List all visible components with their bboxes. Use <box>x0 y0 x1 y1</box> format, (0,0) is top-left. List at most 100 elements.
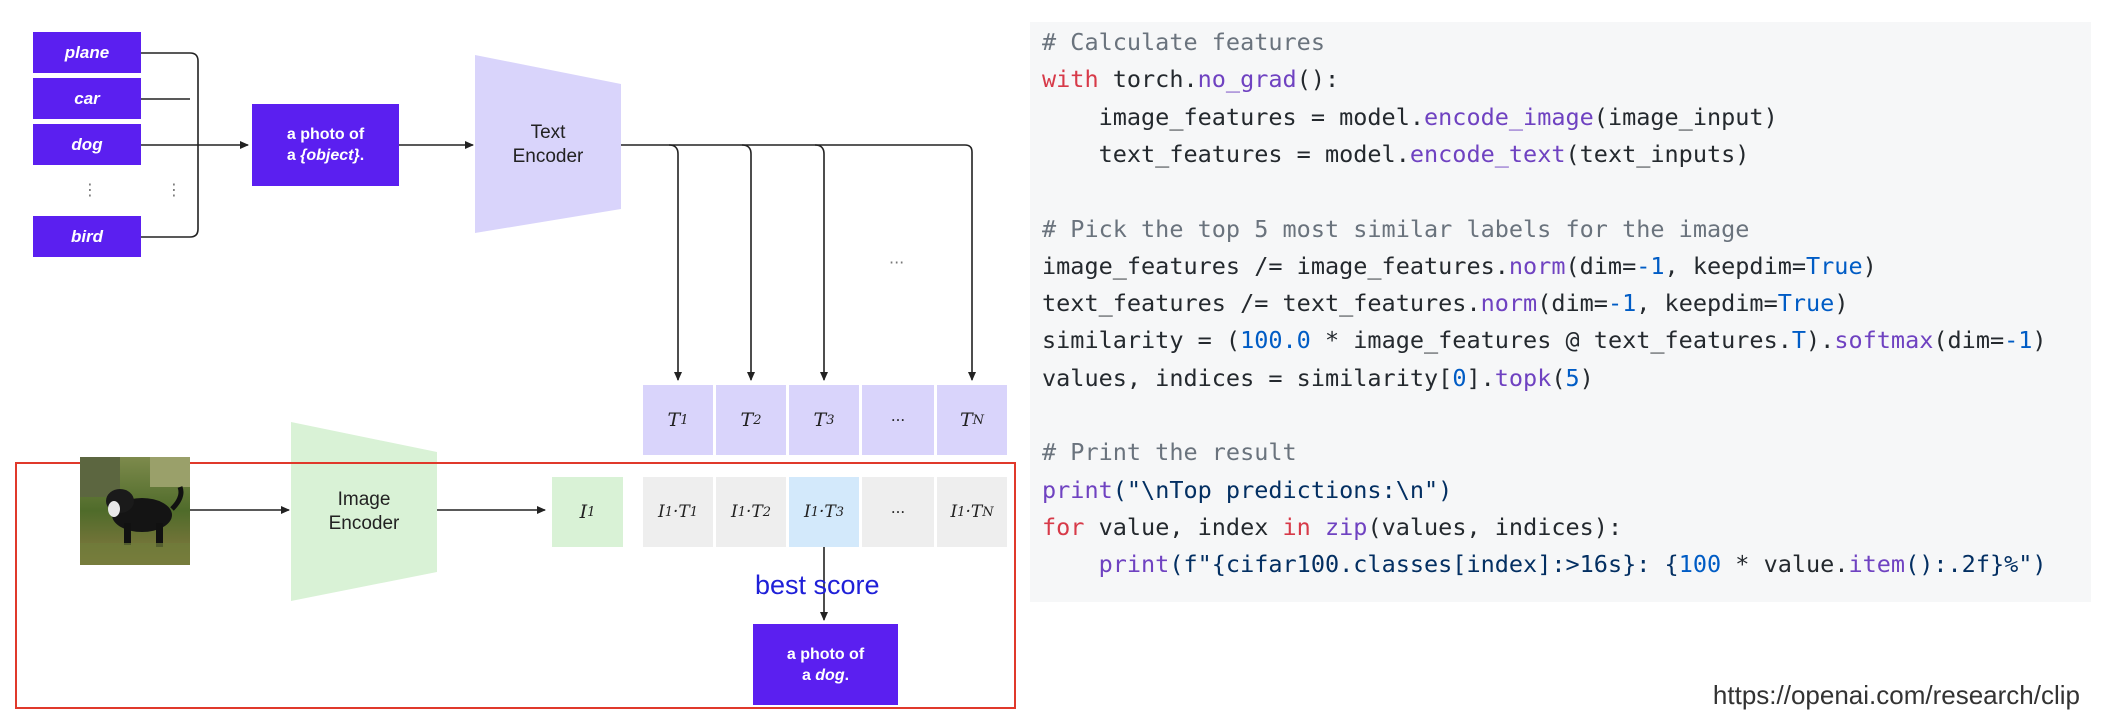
code-token: * image_features @ text_features. <box>1311 326 1792 354</box>
label-plane: plane <box>33 32 141 73</box>
code-line: # Print the result <box>1042 438 1297 466</box>
code-token: ) <box>1580 364 1594 392</box>
code-token: True <box>1778 289 1835 317</box>
code-token: encode_image <box>1424 103 1594 131</box>
code-token: (values, indices): <box>1367 513 1622 541</box>
code-token: T <box>1792 326 1806 354</box>
code-token: 100.0 <box>1240 326 1311 354</box>
code-token: # Print the result <box>1042 438 1297 466</box>
code-token: # Calculate features <box>1042 28 1325 56</box>
code-token: text_features /= text_features. <box>1042 289 1481 317</box>
label-car: car <box>33 78 141 119</box>
code-token: , keepdim= <box>1636 289 1777 317</box>
code-token: ). <box>1806 326 1834 354</box>
code-token: in <box>1283 513 1311 541</box>
code-token <box>1042 550 1099 578</box>
code-token: -1 <box>1608 289 1636 317</box>
code-token: topk <box>1495 364 1552 392</box>
code-token: 0 <box>1452 364 1466 392</box>
encoder-output-ellipsis: ··· <box>889 253 904 272</box>
code-token: * value. <box>1721 550 1848 578</box>
code-token: value, index <box>1084 513 1282 541</box>
code-line: # Calculate features <box>1042 28 1325 56</box>
code-token: ( <box>1551 364 1565 392</box>
code-token: zip <box>1325 513 1367 541</box>
connector-lines <box>0 0 1030 722</box>
code-token: torch. <box>1099 65 1198 93</box>
code-token: ) <box>1834 289 1848 317</box>
best-score-label: best score <box>755 570 880 601</box>
code-token: no_grad <box>1198 65 1297 93</box>
code-token: softmax <box>1834 326 1933 354</box>
code-token: ]. <box>1466 364 1494 392</box>
similarity-cell-ellipsis: ··· <box>862 477 934 547</box>
code-token: print <box>1099 550 1170 578</box>
code-line: image_features /= image_features.norm(di… <box>1042 252 1877 280</box>
code-token: item <box>1848 550 1905 578</box>
label-ellipsis-left: ⋮ <box>82 180 98 199</box>
code-line: values, indices = similarity[0].topk(5) <box>1042 364 1594 392</box>
code-token: with <box>1042 65 1099 93</box>
code-token: ) <box>2032 326 2046 354</box>
code-token: 100 <box>1679 550 1721 578</box>
code-token: (dim= <box>1565 252 1636 280</box>
code-line: print(f"{cifar100.classes[index]:>16s}: … <box>1042 550 2047 578</box>
prompt-line-2: a {object}. <box>287 145 364 166</box>
code-token: (text_inputs) <box>1566 140 1750 168</box>
code-line: with torch.no_grad(): <box>1042 65 1339 93</box>
code-token: for <box>1042 513 1084 541</box>
source-url[interactable]: https://openai.com/research/clip <box>1713 680 2080 711</box>
code-token: values, indices = similarity[ <box>1042 364 1452 392</box>
code-token: True <box>1806 252 1863 280</box>
prompt-line-1: a photo of <box>287 124 364 145</box>
code-line: image_features = model.encode_image(imag… <box>1042 103 1778 131</box>
code-token: -1 <box>2004 326 2032 354</box>
code-line: print("\nTop predictions:\n") <box>1042 476 1452 504</box>
code-token: (dim= <box>1933 326 2004 354</box>
result-line-1: a photo of <box>787 644 864 665</box>
label-bird: bird <box>33 216 141 257</box>
code-line: text_features = model.encode_text(text_i… <box>1042 140 1749 168</box>
code-token: # Pick the top 5 most similar labels for… <box>1042 215 1749 243</box>
code-token: image_features = model. <box>1042 103 1424 131</box>
code-token: (dim= <box>1537 289 1608 317</box>
code-token: similarity = ( <box>1042 326 1240 354</box>
code-token <box>1311 513 1325 541</box>
code-token: ) <box>1863 252 1877 280</box>
code-token: print <box>1042 476 1113 504</box>
code-line: for value, index in zip(values, indices)… <box>1042 513 1622 541</box>
code-line: text_features /= text_features.norm(dim=… <box>1042 289 1848 317</box>
code-token: image_features /= image_features. <box>1042 252 1509 280</box>
label-ellipsis-right: ⋮ <box>166 180 182 199</box>
text-encoder-label: TextEncoder <box>495 121 601 169</box>
prompt-template-box: a photo of a {object}. <box>252 104 399 186</box>
dog-photo <box>80 457 190 565</box>
code-token: (): <box>1297 65 1339 93</box>
code-token: -1 <box>1636 252 1664 280</box>
code-line: # Pick the top 5 most similar labels for… <box>1042 215 1749 243</box>
code-token: norm <box>1481 289 1538 317</box>
code-token: text_features = model. <box>1042 140 1410 168</box>
result-line-2: a dog. <box>802 665 849 686</box>
code-token: encode_text <box>1410 140 1566 168</box>
code-line: similarity = (100.0 * image_features @ t… <box>1042 326 2047 354</box>
label-dog: dog <box>33 124 141 165</box>
code-token: 5 <box>1566 364 1580 392</box>
code-token: , keepdim= <box>1665 252 1806 280</box>
text-token-ellipsis: ··· <box>862 385 934 455</box>
code-token: ():.2f}%") <box>1905 550 2046 578</box>
code-token: ("\nTop predictions:\n") <box>1113 476 1453 504</box>
code-token: norm <box>1509 252 1566 280</box>
prediction-result-box: a photo of a dog. <box>753 624 898 705</box>
